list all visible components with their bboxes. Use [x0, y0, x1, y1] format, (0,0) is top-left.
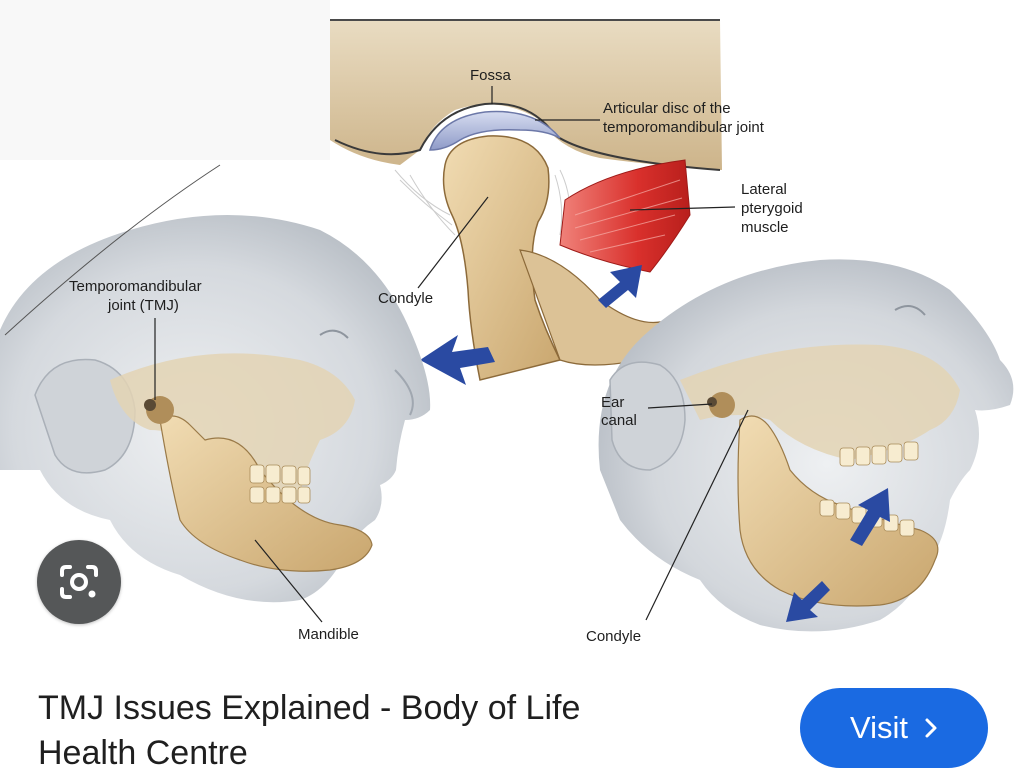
top-leader-lines — [417, 86, 736, 289]
visit-button[interactable]: Visit — [800, 688, 988, 768]
result-title[interactable]: TMJ Issues Explained - Body of Life Heal… — [38, 686, 738, 776]
head-left-closed — [0, 164, 431, 623]
tmj-illustration — [0, 19, 1014, 632]
label-articular-disc-2: temporomandibular joint — [603, 119, 764, 136]
joint-closeup — [330, 19, 722, 385]
label-lateral-3: muscle — [741, 219, 789, 236]
label-tmj-1: Temporomandibular — [69, 278, 202, 295]
google-lens-icon — [60, 565, 98, 599]
label-ear-1: Ear — [601, 394, 625, 411]
label-lateral-1: Lateral — [741, 181, 787, 198]
label-mandible: Mandible — [298, 626, 359, 643]
result-title-line1: TMJ Issues Explained - Body of Life — [38, 689, 581, 727]
result-image[interactable]: Fossa Articular disc of the temporomandi… — [0, 0, 1024, 670]
label-condyle-bottom: Condyle — [586, 628, 642, 645]
result-title-line2: Health Centre — [38, 734, 248, 772]
label-fossa: Fossa — [470, 67, 511, 84]
label-ear-2: canal — [601, 412, 637, 429]
chevron-right-icon — [924, 717, 938, 739]
visit-button-label: Visit — [849, 710, 908, 745]
label-articular-disc-1: Articular disc of the — [603, 100, 731, 117]
label-tmj-2: joint (TMJ) — [108, 297, 179, 314]
label-condyle-top: Condyle — [378, 290, 434, 307]
google-lens-button[interactable] — [37, 540, 121, 624]
label-lateral-2: pterygoid — [741, 200, 803, 217]
head-right-open — [598, 259, 1014, 632]
